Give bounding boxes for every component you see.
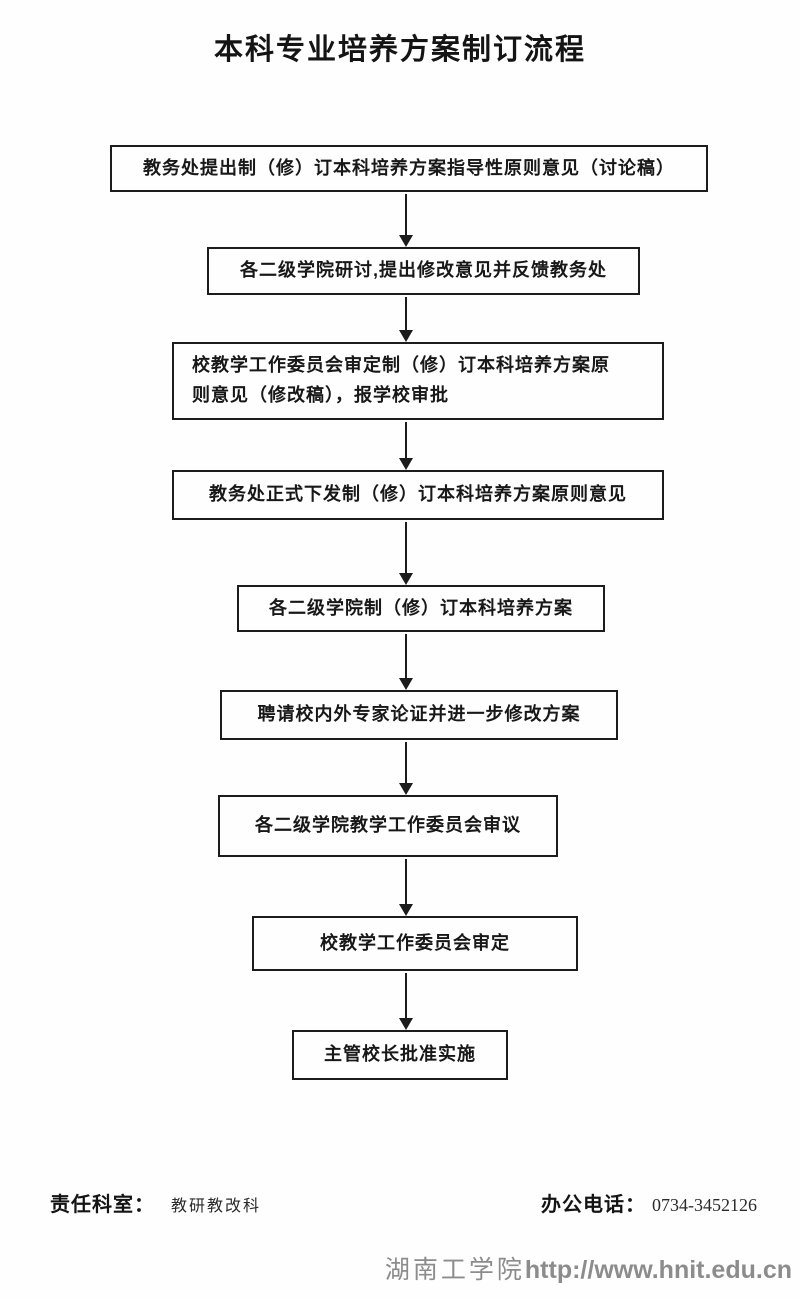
flow-arrow-8 — [398, 973, 414, 1030]
arrow-line — [405, 522, 407, 574]
arrow-down-icon — [399, 235, 413, 247]
flow-arrow-4 — [398, 522, 414, 585]
flow-step-4: 教务处正式下发制（修）订本科培养方案原则意见 — [172, 470, 664, 520]
flow-arrow-2 — [398, 297, 414, 342]
arrow-line — [405, 973, 407, 1019]
arrow-down-icon — [399, 573, 413, 585]
flow-step-9: 主管校长批准实施 — [292, 1030, 508, 1080]
arrow-line — [405, 859, 407, 905]
office-phone-label: 办公电话： — [541, 1194, 646, 1216]
arrow-line — [405, 297, 407, 331]
arrow-down-icon — [399, 678, 413, 690]
office-phone-group: 办公电话： 0734-3452126 — [541, 1188, 757, 1217]
flow-step-9-label: 主管校长批准实施 — [324, 1044, 476, 1065]
arrow-line — [405, 194, 407, 236]
flow-arrow-1 — [398, 194, 414, 247]
site-footer-org: 湖南工学院 — [384, 1257, 525, 1284]
flow-step-8: 校教学工作委员会审定 — [252, 916, 578, 971]
flow-step-2: 各二级学院研讨,提出修改意见并反馈教务处 — [207, 247, 640, 295]
arrow-down-icon — [399, 904, 413, 916]
responsible-office-label: 责任科室： — [50, 1194, 155, 1216]
arrow-down-icon — [399, 458, 413, 470]
arrow-down-icon — [399, 1018, 413, 1030]
responsible-office-value: 教研教改科 — [171, 1198, 262, 1215]
flow-arrow-7 — [398, 859, 414, 916]
flow-arrow-3 — [398, 422, 414, 470]
arrow-down-icon — [399, 330, 413, 342]
flow-step-7-label: 各二级学院教学工作委员会审议 — [255, 815, 521, 836]
flow-step-6: 聘请校内外专家论证并进一步修改方案 — [220, 690, 618, 740]
arrow-line — [405, 742, 407, 784]
office-phone-value: 0734-3452126 — [652, 1195, 757, 1215]
flow-step-1: 教务处提出制（修）订本科培养方案指导性原则意见（讨论稿） — [110, 145, 708, 192]
flow-step-4-label: 教务处正式下发制（修）订本科培养方案原则意见 — [209, 484, 627, 505]
flow-step-5: 各二级学院制（修）订本科培养方案 — [237, 585, 605, 632]
info-bar: 责任科室： 教研教改科 办公电话： 0734-3452126 — [50, 1188, 757, 1217]
flow-step-6-label: 聘请校内外专家论证并进一步修改方案 — [257, 704, 581, 725]
arrow-down-icon — [399, 783, 413, 795]
flow-step-1-label: 教务处提出制（修）订本科培养方案指导性原则意见（讨论稿） — [143, 157, 675, 178]
flow-step-5-label: 各二级学院制（修）订本科培养方案 — [269, 597, 573, 618]
page-title: 本科专业培养方案制订流程 — [213, 34, 586, 66]
flow-arrow-6 — [398, 742, 414, 795]
flow-step-8-label: 校教学工作委员会审定 — [320, 932, 510, 953]
arrow-line — [405, 634, 407, 679]
flow-arrow-5 — [398, 634, 414, 690]
flow-step-3: 校教学工作委员会审定制（修）订本科培养方案原 则意见（修改稿），报学校审批 — [172, 342, 664, 420]
flow-step-3-label: 校教学工作委员会审定制（修）订本科培养方案原 则意见（修改稿），报学校审批 — [192, 355, 610, 405]
site-footer-url: http://www.hnit.edu.cn — [524, 1256, 792, 1284]
arrow-line — [405, 422, 407, 459]
flow-step-7: 各二级学院教学工作委员会审议 — [218, 795, 558, 857]
flow-step-2-label: 各二级学院研讨,提出修改意见并反馈教务处 — [240, 260, 607, 281]
responsible-office-group: 责任科室： 教研教改科 — [50, 1188, 261, 1217]
